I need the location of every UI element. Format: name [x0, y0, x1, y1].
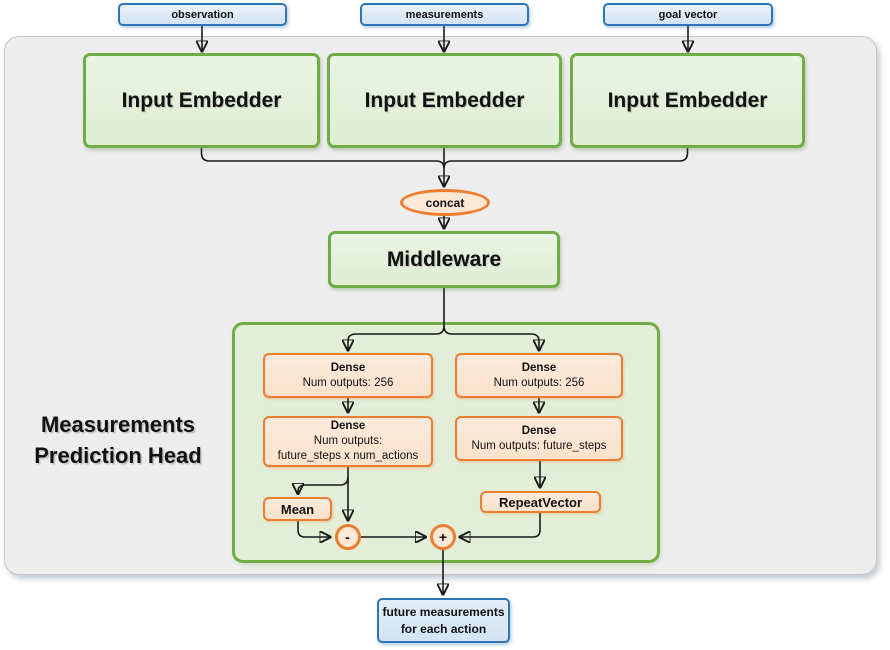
- mean-node: Mean: [263, 497, 332, 521]
- dense-right-bottom: Dense Num outputs: future_steps: [455, 416, 623, 461]
- add-op-label: +: [438, 529, 448, 545]
- input-node-observation: observation: [118, 3, 287, 26]
- add-op-node: +: [430, 524, 456, 550]
- head-title-line1: Measurements: [40, 412, 196, 437]
- input-embedder-2: Input Embedder: [327, 53, 562, 148]
- head-title: Measurements Prediction Head: [12, 409, 224, 471]
- input-embedder-3: Input Embedder: [570, 53, 805, 148]
- dense-right-bottom-outputs: Num outputs: future_steps: [471, 439, 607, 452]
- input-node-measurements-label: measurements: [405, 8, 484, 21]
- dense-left-bottom: Dense Num outputs: future_steps x num_ac…: [263, 416, 433, 467]
- middleware-node: Middleware: [328, 231, 560, 288]
- middleware-label: Middleware: [386, 247, 502, 271]
- repeat-vector-label: RepeatVector: [498, 494, 583, 510]
- dense-right-top-outputs: Num outputs: 256: [493, 376, 585, 389]
- repeat-vector-node: RepeatVector: [480, 491, 601, 513]
- dense-left-bottom-outputs2: future_steps x num_actions: [277, 450, 419, 462]
- dense-left-top: Dense Num outputs: 256: [263, 353, 433, 398]
- concat-node: concat: [400, 189, 490, 216]
- mean-label: Mean: [280, 501, 315, 517]
- dense-left-top-title: Dense: [330, 361, 366, 374]
- output-label-line1: future measurements: [382, 604, 505, 619]
- input-embedder-3-label: Input Embedder: [607, 88, 768, 112]
- dense-left-bottom-outputs: Num outputs:: [313, 435, 383, 447]
- input-node-goal-vector: goal vector: [603, 3, 773, 26]
- input-embedder-1-label: Input Embedder: [121, 88, 282, 112]
- dense-left-bottom-title: Dense: [330, 420, 366, 432]
- output-node: future measurements for each action: [377, 598, 510, 643]
- dense-right-top-title: Dense: [521, 361, 557, 374]
- output-label-line2: for each action: [400, 621, 487, 636]
- head-title-line2: Prediction Head: [34, 443, 202, 468]
- input-embedder-2-label: Input Embedder: [364, 88, 525, 112]
- input-node-goal-vector-label: goal vector: [658, 8, 718, 21]
- dense-right-top: Dense Num outputs: 256: [455, 353, 623, 398]
- subtract-op-node: -: [334, 524, 361, 550]
- dense-right-bottom-title: Dense: [521, 424, 557, 437]
- input-embedder-1: Input Embedder: [83, 53, 320, 148]
- concat-label: concat: [425, 195, 465, 210]
- dense-left-top-outputs: Num outputs: 256: [302, 376, 394, 389]
- input-node-measurements: measurements: [360, 3, 529, 26]
- subtract-op-label: -: [345, 529, 350, 545]
- input-node-observation-label: observation: [171, 8, 234, 21]
